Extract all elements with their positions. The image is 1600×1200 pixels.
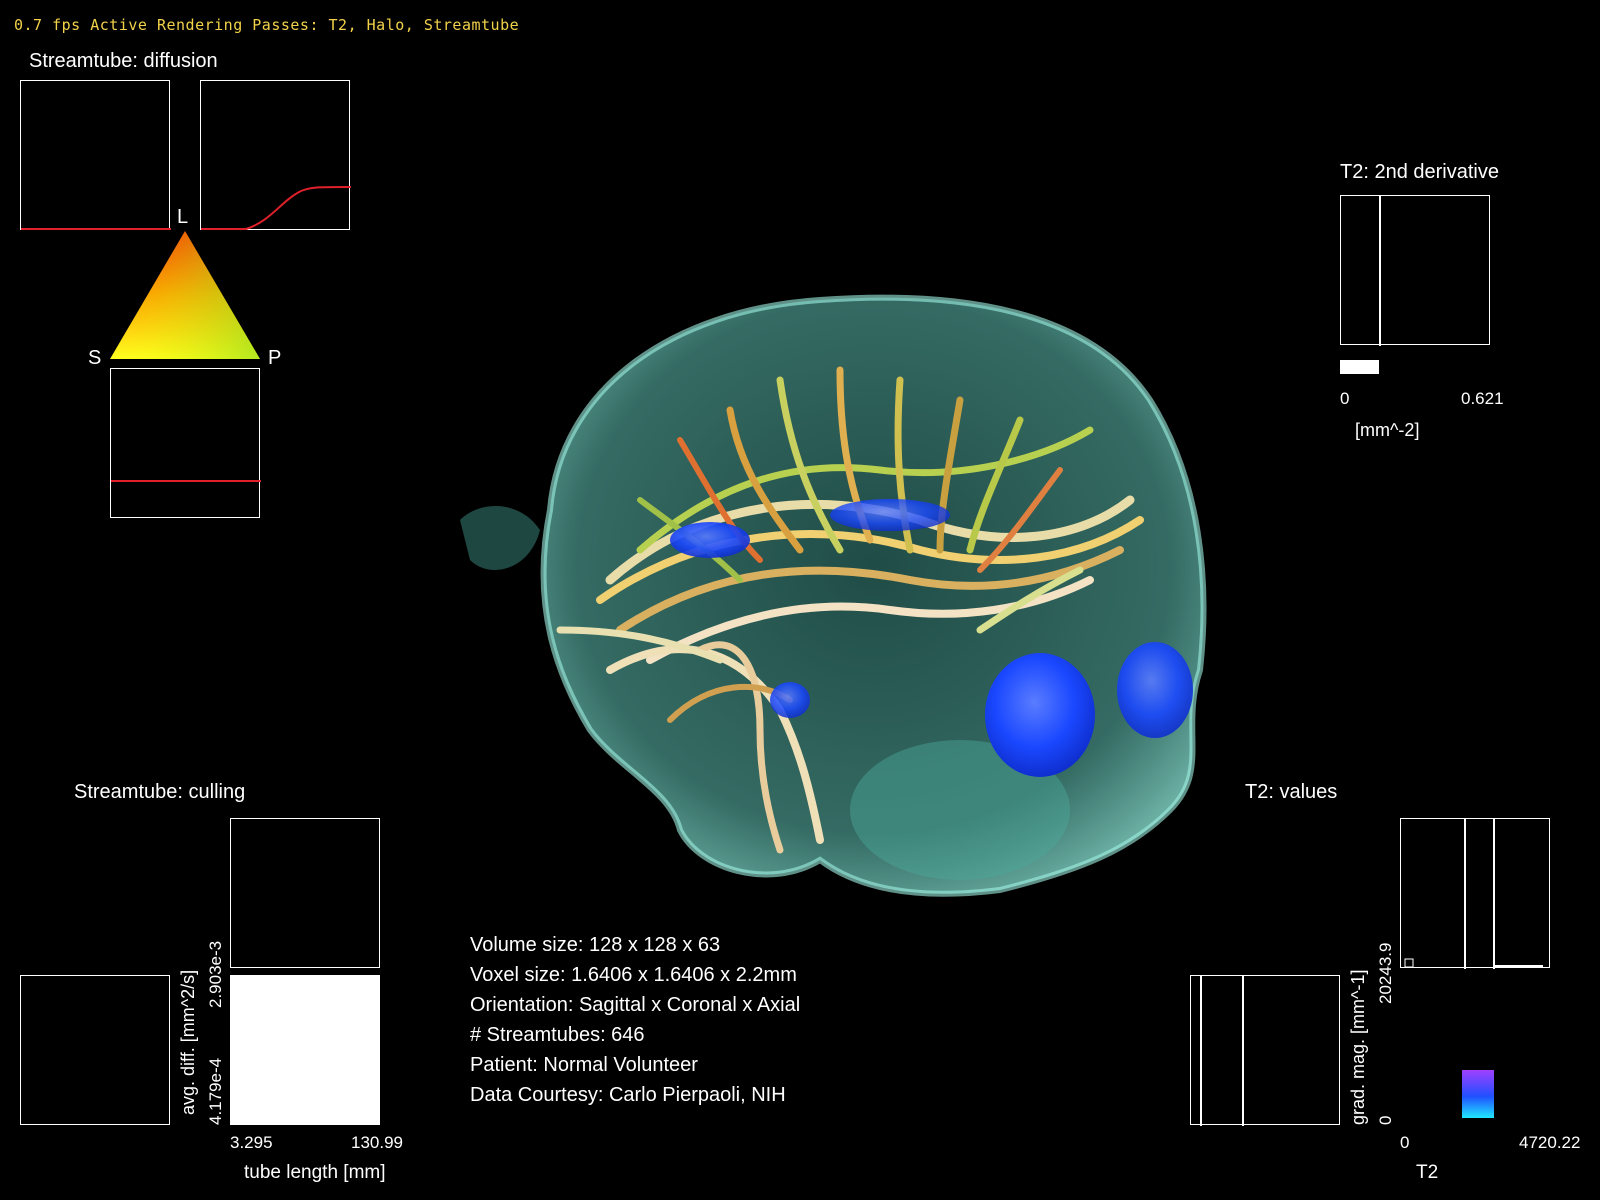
culling-x-min-label: 3.295 [230, 1133, 273, 1152]
values-x-axis-label: T2 [1416, 1162, 1439, 1183]
vertex-label-spherical: S [88, 347, 102, 369]
culling-2d-histogram[interactable] [230, 975, 380, 1125]
culling-y-axis-label: avg. diff. [mm^2/s] [178, 969, 198, 1115]
data-courtesy-text: Data Courtesy: Carlo Pierpaoli, NIH [470, 1084, 786, 1106]
culling-panel-title: Streamtube: culling [74, 781, 246, 803]
derivative-min-label: 0 [1340, 389, 1350, 408]
diffusion-transfer-box-left[interactable] [20, 80, 171, 230]
diffusion-curve-left [21, 228, 171, 230]
values-y-max-label: 20243.9 [1376, 942, 1395, 1004]
derivative-colorbar [1340, 360, 1379, 374]
culling-histogram-box-top[interactable] [230, 818, 380, 968]
derivative-histogram-box[interactable] [1340, 195, 1490, 346]
ventricle-structure [670, 522, 750, 558]
culling-y-max-label: 2.903e-3 [206, 940, 225, 1008]
derivative-unit-label: [mm^-2] [1355, 420, 1420, 440]
vertex-label-linear: L [177, 206, 189, 228]
values-colorbar [1462, 1070, 1494, 1118]
diffusion-transfer-box-bottom[interactable] [110, 368, 261, 518]
culling-x-axis-label: tube length [mm] [244, 1162, 386, 1183]
barycentric-triangle[interactable] [105, 226, 265, 361]
values-histogram-box-left[interactable] [1190, 975, 1340, 1126]
values-histogram-lines-left [1200, 976, 1244, 1126]
culling-x-max-label: 130.99 [351, 1133, 403, 1152]
derivative-max-label: 0.621 [1461, 389, 1504, 408]
diffusion-curve-right [201, 186, 352, 230]
streamtube-count-text: # Streamtubes: 646 [470, 1024, 645, 1046]
eye-globe-structure [985, 653, 1095, 777]
values-y-axis-label: grad. mag. [mm^-1] [1348, 969, 1368, 1126]
vertex-label-planar: P [268, 347, 282, 369]
dataset-info-block: Volume size: 128 x 128 x 63 Voxel size: … [470, 930, 800, 1110]
diffusion-curve-bottom [111, 480, 261, 482]
values-x-min-label: 0 [1400, 1133, 1410, 1152]
patient-text: Patient: Normal Volunteer [470, 1054, 698, 1076]
values-histogram-lines-top [1404, 819, 1543, 969]
voxel-size-text: Voxel size: 1.6406 x 1.6406 x 2.2mm [470, 964, 797, 986]
volume-size-text: Volume size: 128 x 128 x 63 [470, 934, 721, 956]
derivative-panel-title: T2: 2nd derivative [1340, 161, 1499, 183]
diffusion-panel-title: Streamtube: diffusion [29, 50, 218, 72]
culling-y-min-label: 4.179e-4 [206, 1057, 225, 1125]
orientation-text: Orientation: Sagittal x Coronal x Axial [470, 994, 801, 1016]
brain-volume-rendering[interactable] [440, 250, 1260, 930]
values-y-min-label: 0 [1376, 1115, 1395, 1125]
derivative-histogram-line [1379, 196, 1381, 346]
fps-status-text: 0.7 fps Active Rendering Passes: T2, Hal… [14, 16, 520, 34]
values-x-max-label: 4720.22 [1519, 1133, 1581, 1152]
values-panel-title: T2: values [1245, 781, 1338, 803]
diffusion-transfer-box-right[interactable] [200, 80, 352, 230]
culling-histogram-box-left[interactable] [20, 975, 170, 1125]
values-histogram-box-top[interactable] [1400, 818, 1550, 969]
